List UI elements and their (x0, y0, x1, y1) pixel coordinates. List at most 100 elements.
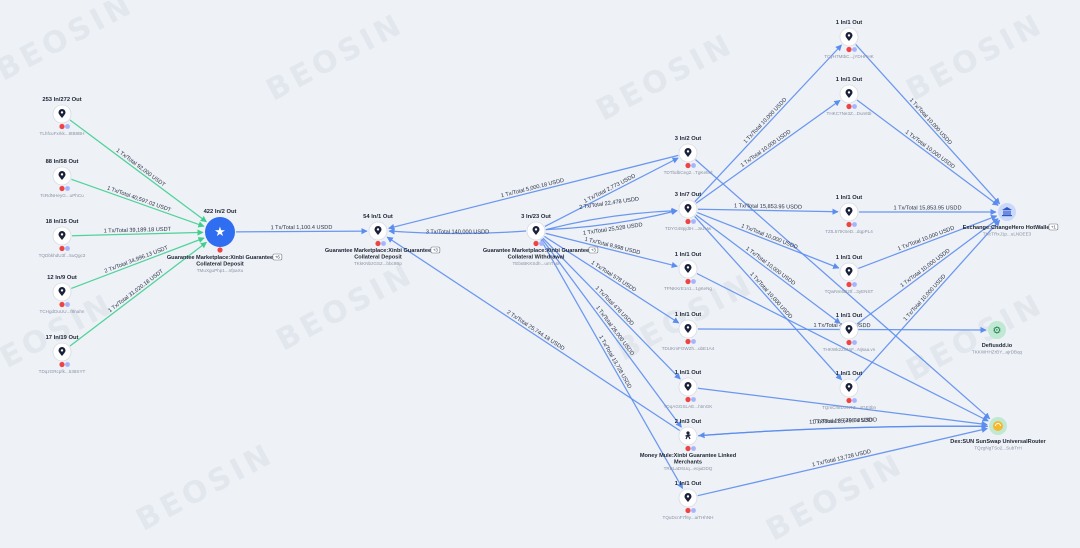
edge-line[interactable] (697, 208, 839, 215)
node-tx-count: 3 In/23 Out (521, 214, 551, 220)
edge-line[interactable] (386, 236, 681, 432)
edge-line[interactable] (856, 218, 999, 325)
risk-marker-icon (685, 507, 691, 514)
edge-line[interactable] (694, 215, 843, 381)
edge-line[interactable] (69, 241, 207, 347)
node-tx-count: 1 In/1 Out (675, 312, 701, 318)
edge-label: 1 Tx/Total 13,728 USDD (812, 449, 872, 468)
risk-marker-icon (59, 301, 65, 308)
node-dex[interactable]: Dex:SUN SunSwap UniversalRouterTQzgNgTSo… (950, 417, 1047, 451)
edge-line[interactable] (694, 44, 842, 203)
tag-marker-icon (65, 186, 70, 191)
more-labels-badge[interactable] (272, 253, 283, 261)
edge-line[interactable] (697, 426, 988, 497)
edge-line[interactable] (71, 237, 205, 289)
edge-line[interactable] (540, 239, 684, 489)
tag-marker-icon (65, 362, 70, 367)
more-labels-count: +3 (591, 247, 597, 252)
edge-line[interactable] (698, 425, 989, 439)
edge-line[interactable] (544, 157, 679, 227)
tag-marker-icon (691, 219, 696, 224)
edge-line[interactable] (858, 214, 998, 269)
edge-line[interactable] (697, 387, 988, 427)
edge-line[interactable] (388, 154, 679, 230)
node-address: TDUKmFGWZh...ubE1A4 (662, 346, 715, 351)
node-address: TCyH7MtbC...jYDHHHK (824, 54, 874, 59)
edge-line[interactable] (545, 207, 678, 231)
node-ex[interactable]: Exchange:ChangeHero HotWallet+1TNcTRxJ1p… (963, 203, 1059, 237)
edge-line[interactable] (695, 159, 991, 420)
edge-line[interactable] (542, 237, 681, 380)
risk-marker-icon (217, 247, 223, 253)
node-tx-count: 1 In/1 Out (836, 77, 862, 83)
edge-label: 1 Tx/Total 1,100.4 USDD (271, 225, 333, 231)
risk-marker-icon (685, 338, 691, 345)
edge-line[interactable] (69, 119, 207, 223)
edge-line[interactable] (856, 99, 999, 206)
node-tx-count: 3 In/7 Out (675, 192, 701, 198)
edge-line[interactable] (388, 228, 527, 235)
risk-marker-icon (685, 396, 691, 403)
edge-line[interactable] (855, 43, 1001, 205)
edge-line[interactable] (696, 272, 989, 422)
node-tx-count: 1 In/1 Out (675, 252, 701, 258)
edge-line[interactable] (697, 212, 840, 269)
edge-line[interactable] (544, 235, 680, 324)
more-labels-badge[interactable] (1048, 223, 1059, 231)
risk-marker-icon (846, 46, 852, 53)
edge-line[interactable] (545, 232, 678, 268)
edge-line[interactable] (695, 99, 841, 204)
risk-marker-icon (59, 245, 65, 252)
edge-label: 1 Tx/Total 40,597.02 USDT (106, 185, 172, 213)
tag-marker-icon (852, 340, 857, 345)
tag-marker-icon (852, 282, 857, 287)
edge-line[interactable] (545, 208, 678, 231)
edge-line[interactable] (695, 214, 841, 324)
more-labels-badge[interactable] (430, 246, 441, 254)
more-labels-badge[interactable] (588, 246, 599, 254)
hub-node-circle[interactable] (205, 217, 235, 247)
edge-line[interactable] (541, 238, 682, 428)
edge-line[interactable] (855, 219, 1001, 382)
tag-marker-icon (691, 508, 696, 513)
node-address: TPNKKrE1n1...1gKeNg (664, 286, 712, 291)
exchange-node-circle[interactable] (998, 203, 1016, 221)
tag-marker-icon (691, 446, 696, 451)
edge-line[interactable] (235, 228, 368, 235)
edge-label: 1 Tx/Total 5,000.18 USDD (500, 178, 564, 200)
more-labels-count: +6 (275, 254, 281, 259)
edge-line[interactable] (71, 229, 204, 237)
risk-marker-icon (846, 103, 852, 110)
node-address: TNcTRxJ1p...uLNDEE3 (983, 232, 1032, 237)
edge-label: 1 Tx/Total 15,853.95 USDD (894, 206, 962, 212)
edge-line[interactable] (71, 178, 205, 228)
node-entity-name-line2: Collateral Deposit (354, 255, 402, 261)
node-tx-count: 2 In/3 Out (675, 419, 701, 425)
edge-label: 1 Tx/Total 39,189.18 USDT (104, 227, 172, 235)
defi-node-circle[interactable] (988, 321, 1006, 339)
risk-marker-icon (375, 240, 381, 247)
